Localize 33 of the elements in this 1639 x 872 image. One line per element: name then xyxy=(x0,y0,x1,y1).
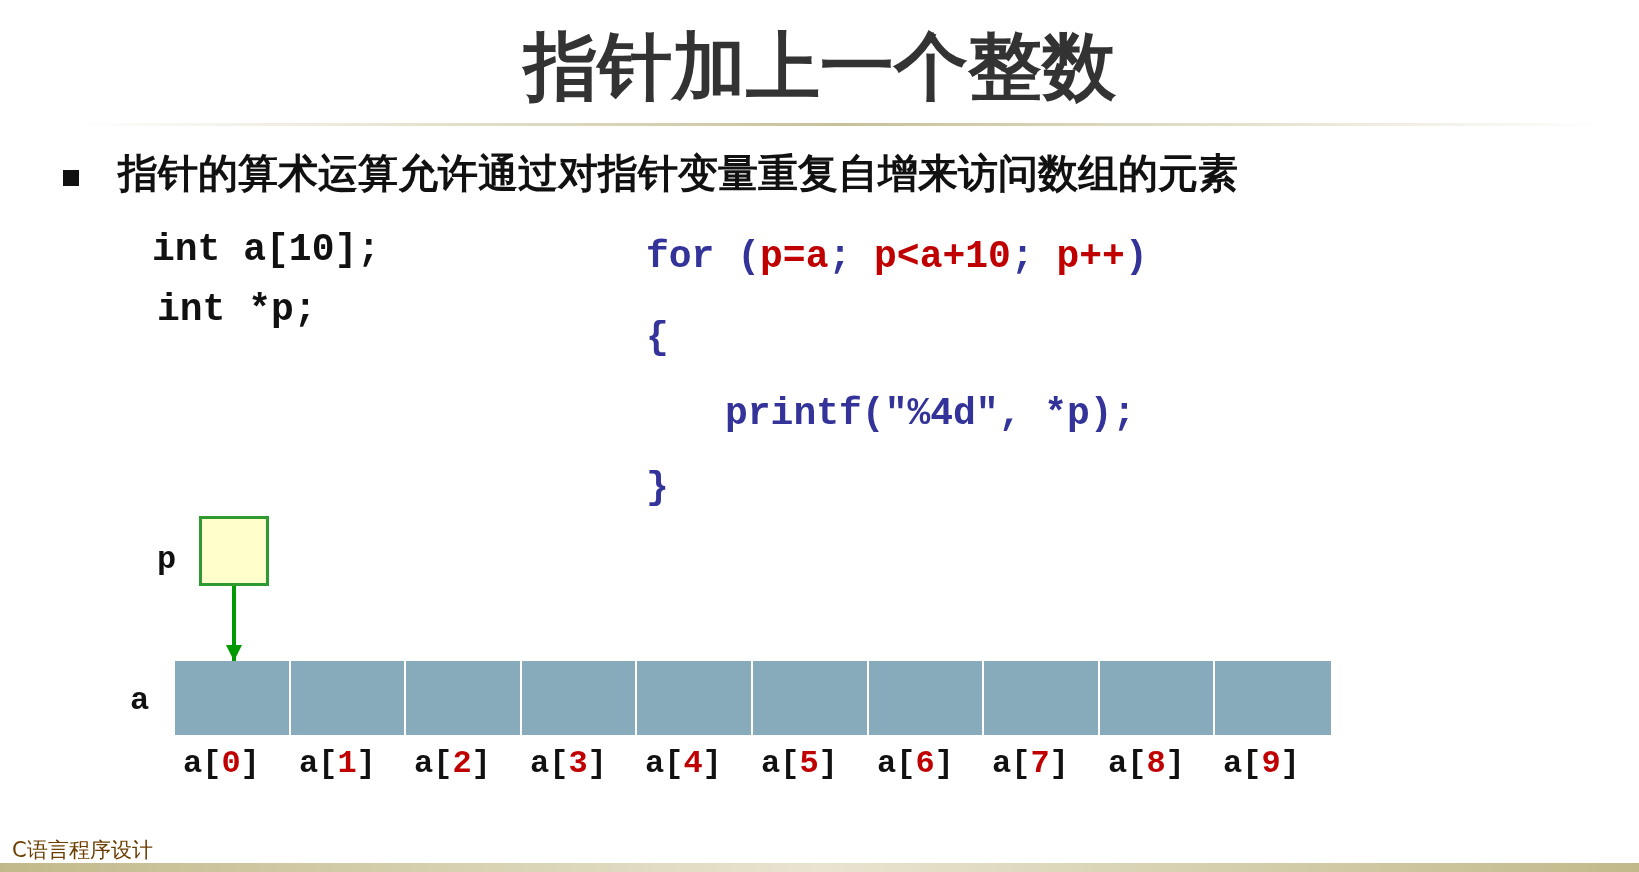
array-cell xyxy=(175,661,289,735)
index-label: a[5] xyxy=(761,745,838,782)
pointer-box xyxy=(199,516,269,586)
code-line: printf("%4d", *p); xyxy=(725,392,1136,435)
index-label: a[0] xyxy=(183,745,260,782)
bullet-text: 指针的算术运算允许通过对指针变量重复自增来访问数组的元素 xyxy=(118,149,1238,198)
code-line: } xyxy=(646,466,669,509)
array-cell xyxy=(522,661,635,735)
index-label: a[2] xyxy=(414,745,491,782)
array-cell xyxy=(406,661,520,735)
arrow xyxy=(226,586,242,661)
index-label: a[8] xyxy=(1108,745,1185,782)
index-label: a[7] xyxy=(992,745,1069,782)
array-cell xyxy=(753,661,867,735)
title: 指针加上一个整数 xyxy=(521,22,1117,111)
code-line: { xyxy=(646,316,669,359)
variable-label: a xyxy=(130,682,150,719)
code-line: int *p; xyxy=(157,288,317,331)
index-label: a[3] xyxy=(530,745,607,782)
array-cell xyxy=(1100,661,1213,735)
array-cell xyxy=(869,661,982,735)
array-cell xyxy=(1215,661,1331,735)
index-label: a[6] xyxy=(877,745,954,782)
index-label: a[1] xyxy=(299,745,376,782)
array-cell xyxy=(291,661,404,735)
code-line: for (p=a; p<a+10; p++) xyxy=(646,235,1148,278)
array-cell xyxy=(984,661,1098,735)
array-cell xyxy=(637,661,751,735)
variable-label: p xyxy=(157,541,177,578)
index-label: a[4] xyxy=(645,745,722,782)
code-line: int a[10]; xyxy=(152,228,381,271)
footer-text: C语言程序设计 xyxy=(12,837,153,864)
index-label: a[9] xyxy=(1223,745,1300,782)
